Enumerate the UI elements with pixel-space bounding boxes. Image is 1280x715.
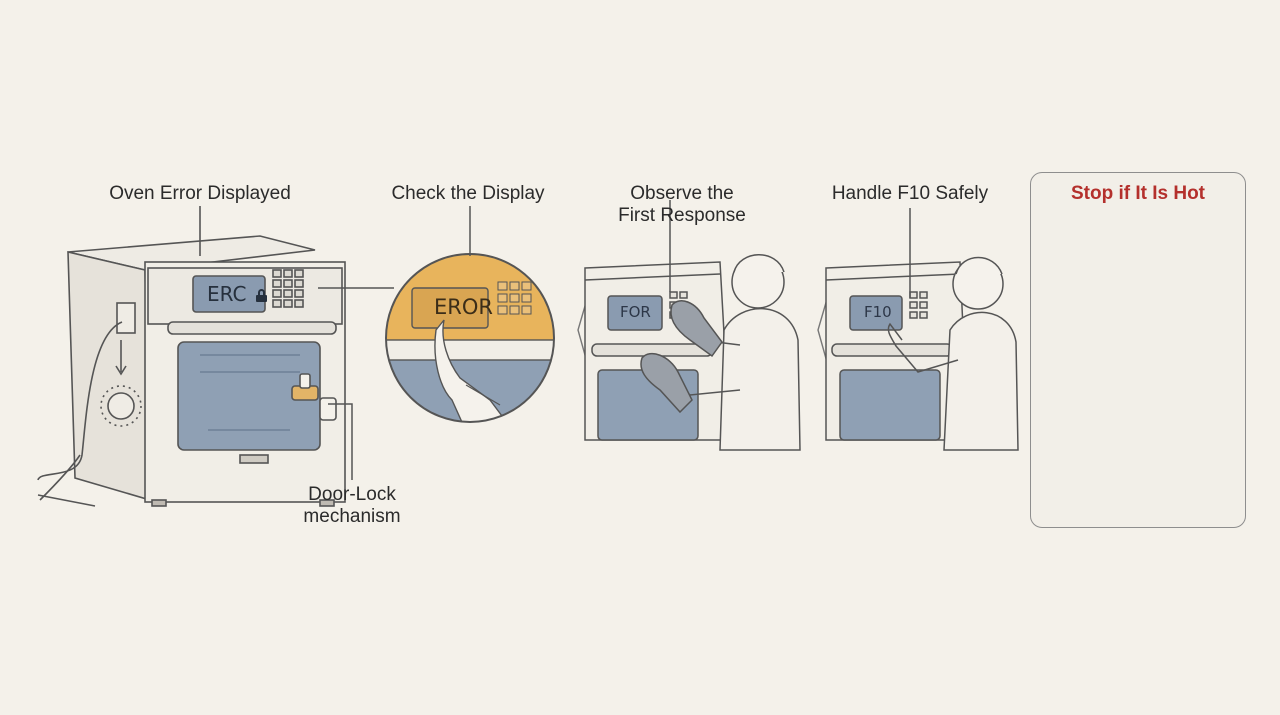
lock-icon — [255, 289, 267, 302]
handle-illustration — [825, 208, 1019, 451]
door-lock-callout-line2: mechanism — [303, 506, 401, 527]
step-title-observe-line1: Observe the — [630, 183, 734, 204]
observe-illustration — [584, 200, 801, 451]
step-title-handle: Handle F10 Safely — [831, 183, 989, 204]
magnifier-illustration — [385, 206, 555, 423]
oven-illustration — [37, 206, 346, 507]
door-lock-callout-line1: Door-Lock — [308, 484, 396, 505]
display-text-check: EROR — [434, 295, 493, 319]
step-title-check: Check the Display — [391, 183, 545, 204]
step-title-error: Oven Error Displayed — [109, 183, 291, 204]
pointing-hand — [434, 319, 522, 422]
stop-panel-frame — [1030, 172, 1246, 528]
step-title-stop: Stop if It Is Hot — [1070, 183, 1206, 204]
control-knob — [107, 392, 135, 420]
display-text-error-value: ERC — [207, 282, 247, 306]
wall-outlet — [116, 302, 136, 334]
display-text-handle: F10 — [864, 303, 892, 321]
oven-display — [192, 275, 266, 313]
display-text-observe: FOR — [620, 303, 651, 321]
display-text-error: ERC — [207, 282, 267, 306]
oven-window — [177, 341, 321, 451]
step-title-observe-line2: First Response — [618, 205, 746, 226]
